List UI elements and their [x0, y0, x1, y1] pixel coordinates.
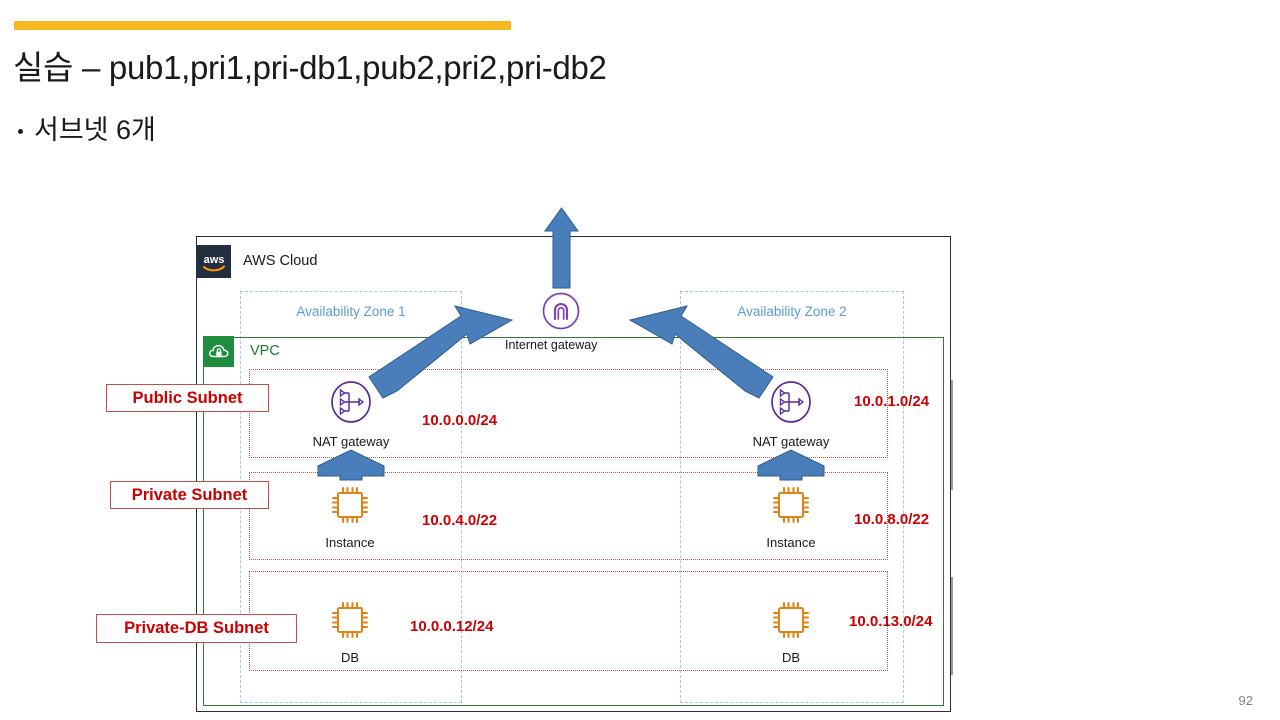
bullet-item: 서브넷 6개: [18, 108, 156, 147]
cidr-private-db-az1: 10.0.0.12/24: [410, 618, 494, 635]
cidr-public-az1: 10.0.0.0/24: [422, 412, 498, 429]
bullet-item-label: 서브넷 6개: [34, 115, 156, 145]
cidr-private-az1: 10.0.4.0/22: [422, 512, 498, 529]
availability-zone-2-boundary: [680, 291, 904, 703]
db-az2: DB: [751, 598, 831, 665]
public-subnet-label: Public Subnet: [106, 384, 269, 412]
ec2-instance-icon: [769, 483, 813, 532]
instance-az1: Instance: [310, 483, 390, 550]
title-accent-bar: [14, 21, 511, 30]
nat-gateway-icon: [328, 378, 374, 431]
nat-gateway-az1-label: NAT gateway: [312, 434, 390, 449]
nat-gateway-az2-label: NAT gateway: [752, 434, 830, 449]
database-instance-icon: [769, 598, 813, 647]
private-db-subnet-label: Private-DB Subnet: [96, 614, 297, 643]
private-subnet-label: Private Subnet: [110, 481, 269, 509]
page-title: 실습 – pub1,pri1,pri-db1,pub2,pri2,pri-db2: [13, 49, 607, 86]
page-number: 92: [1238, 693, 1253, 708]
vpc-label: VPC: [250, 343, 280, 359]
svg-text:aws: aws: [204, 254, 225, 266]
availability-zone-2-label: Availability Zone 2: [737, 304, 847, 319]
database-instance-icon: [328, 598, 372, 647]
internet-gateway-label: Internet gateway: [505, 338, 598, 352]
vpc-boundary: [203, 337, 944, 706]
db-az1-label: DB: [340, 650, 360, 665]
nat-gateway-icon: [768, 378, 814, 431]
nat-gateway-az2: NAT gateway: [747, 378, 835, 449]
aws-logo-icon: aws: [197, 245, 231, 278]
public-subnet-boundary: [249, 369, 888, 458]
right-edge-guide-upper: [951, 380, 953, 490]
cidr-private-db-az2: 10.0.13.0/24: [849, 613, 933, 630]
instance-az1-label: Instance: [325, 535, 375, 550]
bullet-dot-icon: [18, 129, 23, 134]
db-az1: DB: [310, 598, 390, 665]
cidr-private-az2: 10.0.8.0/22: [854, 511, 930, 528]
vpc-cloud-lock-icon: [203, 336, 234, 367]
aws-cloud-label: AWS Cloud: [243, 253, 318, 269]
cidr-public-az2: 10.0.1.0/24: [854, 393, 930, 410]
availability-zone-1-label: Availability Zone 1: [296, 304, 406, 319]
ec2-instance-icon: [328, 483, 372, 532]
instance-az2-label: Instance: [766, 535, 816, 550]
internet-gateway-icon: [538, 288, 584, 334]
instance-az2: Instance: [751, 483, 831, 550]
right-edge-guide-lower: [951, 577, 953, 675]
private-subnet-boundary: [249, 472, 888, 560]
db-az2-label: DB: [781, 650, 801, 665]
nat-gateway-az1: NAT gateway: [307, 378, 395, 449]
